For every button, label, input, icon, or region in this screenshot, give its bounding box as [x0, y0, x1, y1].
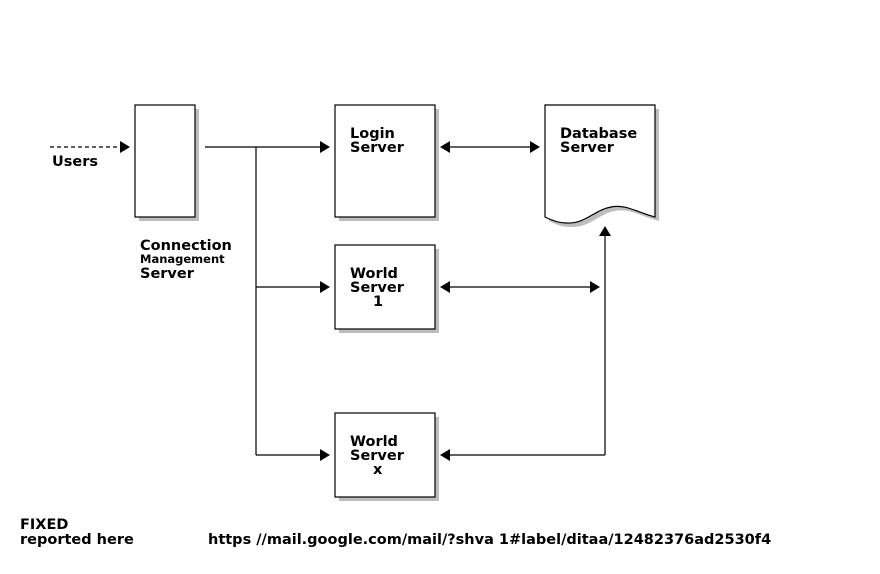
- worldx-arrowhead: [320, 449, 330, 461]
- connection-server-label-line1: Connection: [140, 238, 232, 254]
- world-server-x-box: [334, 412, 436, 498]
- connection-server-label-line3: Server: [140, 266, 195, 282]
- footer-url-text: https //mail.google.com/mail/?shva 1#lab…: [208, 532, 771, 548]
- login-server-label-line2: Server: [350, 140, 405, 156]
- database-arrowhead-up: [599, 226, 611, 236]
- database-server-label-line1: Database: [560, 126, 637, 142]
- world-server-1-label-line3: 1: [373, 294, 383, 310]
- connection-server-label-line2: Management: [140, 252, 225, 266]
- world-server-1-label-line1: World: [350, 266, 398, 282]
- status-reported-label: reported here: [20, 532, 134, 548]
- login-database-arrowhead-left: [440, 141, 450, 153]
- worldx-database-arrowhead-left: [440, 449, 450, 461]
- login-database-arrowhead-right: [530, 141, 540, 153]
- connection-server-box: [134, 104, 196, 218]
- world1-database-arrowhead-right: [590, 281, 600, 293]
- login-arrowhead: [320, 141, 330, 153]
- database-server-label-line2: Server: [560, 140, 615, 156]
- world-server-1-label-line2: Server: [350, 280, 405, 296]
- status-fixed-label: FIXED: [20, 517, 68, 533]
- login-server-label-line1: Login: [350, 126, 395, 142]
- world-server-1-box: [334, 244, 436, 330]
- world-server-x-label-line3: x: [373, 462, 383, 478]
- users-arrowhead: [120, 141, 130, 153]
- users-label: Users: [52, 154, 98, 170]
- world1-arrowhead: [320, 281, 330, 293]
- login-server-box: [334, 104, 436, 218]
- database-server-box: [544, 104, 656, 224]
- world1-database-arrowhead-left: [440, 281, 450, 293]
- world-server-x-label-line2: Server: [350, 448, 405, 464]
- world-server-x-label-line1: World: [350, 434, 398, 450]
